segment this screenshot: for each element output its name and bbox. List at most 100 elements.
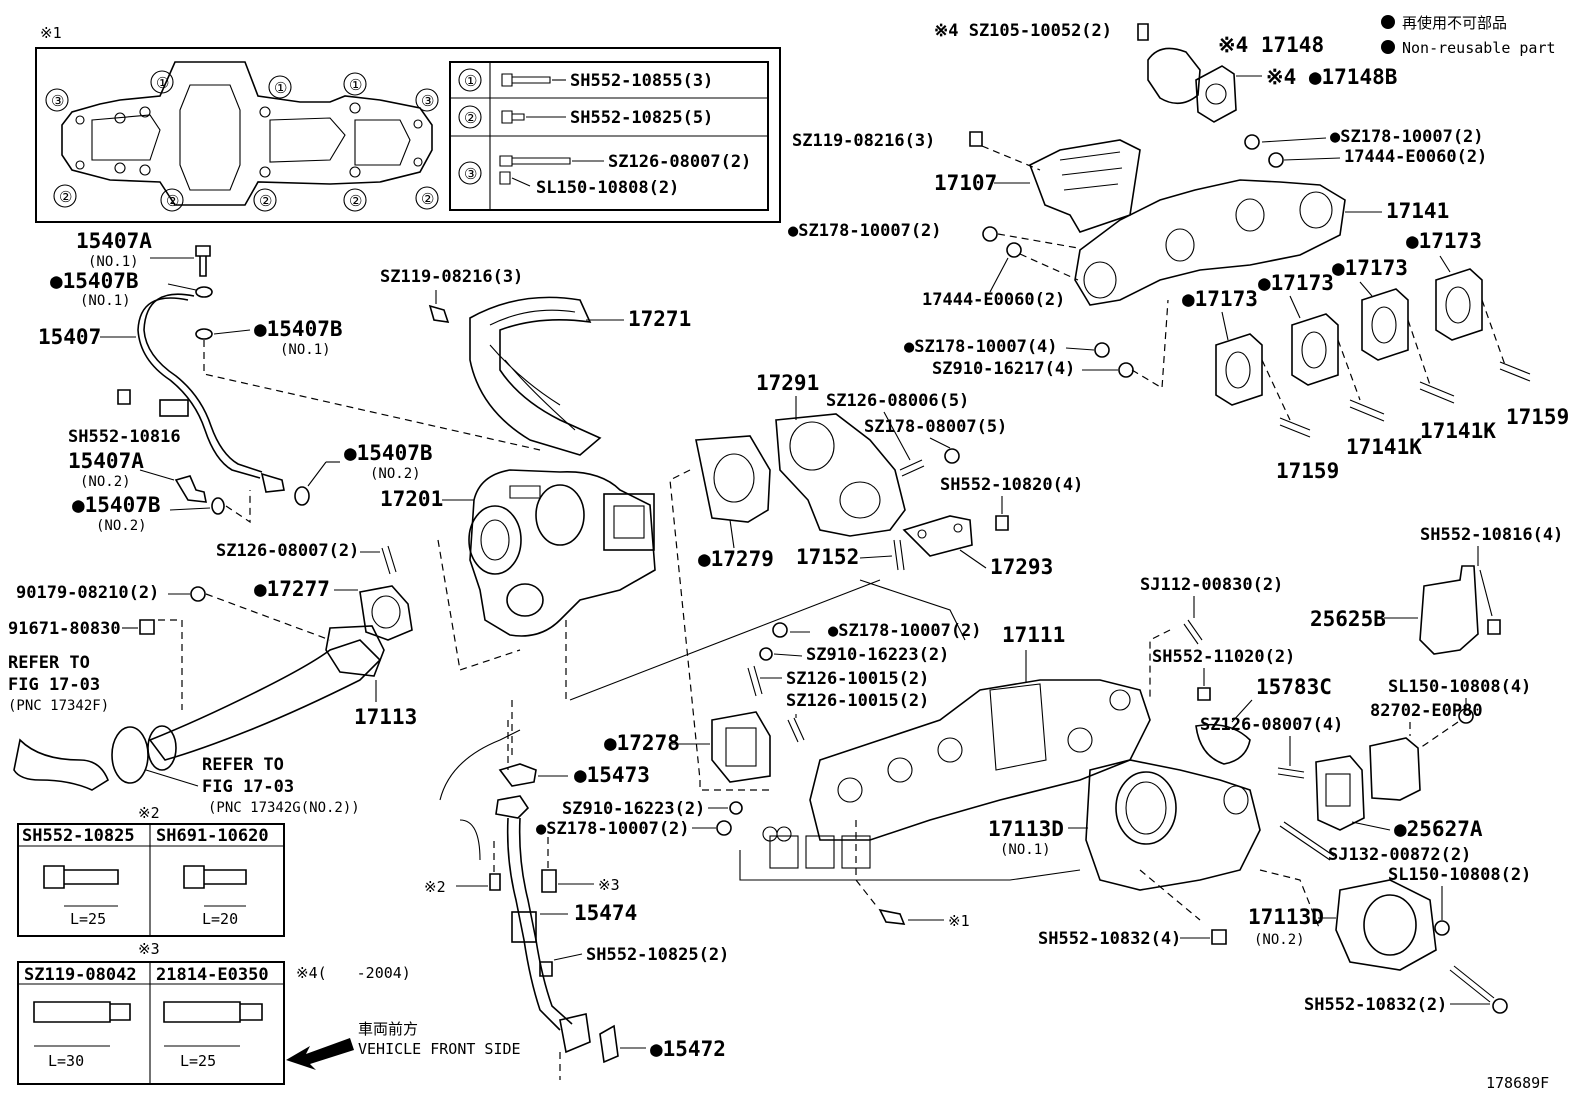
- gasket-port-far-right: [354, 119, 411, 166]
- gasket-15472: [599, 1024, 619, 1064]
- bolt-row-3-part: SZ126-08007(2): [608, 152, 751, 172]
- label-17107: 17107: [934, 171, 997, 195]
- label-91671: 91671-80830: [8, 619, 121, 639]
- label-15407b2: ●15407B: [254, 317, 343, 341]
- bolt-row-3-part2: SL150-10808(2): [536, 178, 679, 198]
- gasket-17279: [695, 435, 771, 523]
- bolt-icon: [489, 873, 501, 891]
- bolt-row-3-num: ③: [464, 165, 477, 183]
- table-3-len-1: L=30: [48, 1052, 84, 1070]
- exhaust-manifold-group: ※4 SZ105-10052(2) ※4 17148 ※4 ●17148B SZ…: [788, 21, 1569, 483]
- pipe-end-flange: [559, 1013, 591, 1054]
- label-15407a2: 15407A: [68, 449, 144, 473]
- label-15407b3: ●15407B: [72, 493, 161, 517]
- vehicle-front-en: VEHICLE FRONT SIDE: [358, 1040, 521, 1058]
- label-sz105: ※4 SZ105-10052(2): [934, 21, 1112, 41]
- non-reusable-dot-icon: [1381, 15, 1395, 29]
- exhaust-pipe-17113: [148, 639, 382, 761]
- callout-2: ②: [421, 190, 434, 208]
- label-17148: ※4 17148: [1218, 33, 1324, 57]
- bolt-row-2-part: SH552-10825(5): [570, 108, 713, 128]
- hose-15474: [511, 911, 537, 943]
- label-sh552d: SH552-11020(2): [1152, 647, 1295, 667]
- label-no1b: (NO.1): [80, 293, 131, 309]
- gasket-17278: [711, 711, 771, 783]
- pipe-fitting: [260, 472, 285, 493]
- stud-icon: [747, 665, 763, 697]
- label-25625b: 25625B: [1310, 607, 1386, 631]
- label-17113d2: 17113D: [1248, 905, 1324, 929]
- union-bolt-15407a: [195, 245, 211, 277]
- label-15472: ●15472: [650, 1037, 726, 1061]
- label-17113: 17113: [354, 705, 417, 729]
- table-2-len-2: L=20: [202, 910, 238, 928]
- bolt-icon: [428, 304, 450, 323]
- nut-icon: [982, 226, 998, 242]
- callout-1: ①: [349, 76, 362, 94]
- label-sh552b: SH552-10820(4): [940, 475, 1083, 495]
- label-17444a: 17444-E0060(2): [1344, 147, 1487, 167]
- label-17444b: 17444-E0060(2): [922, 290, 1065, 310]
- stud-17152: [893, 539, 905, 571]
- oil-pipe-15407-inner: [143, 293, 263, 473]
- label-25627a: ●25627A: [1394, 817, 1483, 841]
- water-pipe-group: ●15473 15474 SZ910-16223(2) ●SZ178-10007…: [424, 700, 743, 1080]
- label-17148b: ※4 ●17148B: [1266, 65, 1397, 89]
- turbo-outlet-flange: [603, 493, 655, 551]
- nut-icon: [716, 820, 732, 836]
- label-sh552e: SH552-10832(4): [1038, 929, 1181, 949]
- label-sz119a: SZ119-08216(3): [792, 131, 935, 151]
- stud-icon: [1277, 767, 1305, 779]
- gasket-port-center: [179, 84, 241, 191]
- bolt-icon: [1487, 619, 1501, 635]
- stud-17141k: [1419, 381, 1455, 404]
- label-sh552a: SH552-10816: [68, 427, 181, 447]
- gasket-17173: [1215, 333, 1263, 406]
- table-3: ※3 SZ119-08042 21814-E0350 L=30 L=25: [17, 940, 285, 1085]
- label-17293: 17293: [990, 555, 1053, 579]
- legend-jp: 再使用不可部品: [1402, 14, 1507, 32]
- refer2-c: (PNC 17342G(NO.2)): [208, 800, 360, 816]
- gasket-15407b: [294, 486, 310, 506]
- label-mark2: ※2: [424, 878, 446, 896]
- nut-icon: [944, 448, 960, 464]
- label-sj132: SJ132-00872(2): [1328, 845, 1471, 865]
- nut-icon: [1094, 342, 1110, 358]
- label-17201: 17201: [380, 487, 443, 511]
- label-15407a1: 15407A: [76, 229, 152, 253]
- callout-2: ②: [59, 188, 72, 206]
- stud-icon: [787, 717, 805, 743]
- label-mark3: ※3: [598, 876, 620, 894]
- label-no1c: (NO.1): [280, 342, 331, 358]
- note-4: ※4( -2004): [296, 964, 411, 982]
- bolt-icon: [501, 73, 551, 87]
- stud-icon: [381, 545, 397, 575]
- nut-icon: [772, 622, 788, 638]
- stud-17141k: [1349, 399, 1385, 422]
- union-bolt-15407a-no2: [174, 475, 207, 503]
- refer1-a: REFER TO: [8, 653, 90, 673]
- label-17271: 17271: [628, 307, 691, 331]
- sensor-82702: [1369, 737, 1421, 801]
- label-sz910a: SZ910-16217(4): [932, 359, 1075, 379]
- label-17291: 17291: [756, 371, 819, 395]
- egr-cooler-17113d: [1085, 759, 1261, 891]
- gasket-port-left: [91, 114, 161, 161]
- label-sz126a: SZ126-08006(5): [826, 391, 969, 411]
- label-sz178b: ●SZ178-10007(2): [788, 221, 942, 241]
- table-3-head-2: 21814-E0350: [156, 965, 269, 985]
- bolt-icon: [995, 515, 1009, 531]
- bolt-icon: [539, 961, 553, 977]
- referenced-pipe-section: [13, 738, 109, 791]
- label-17279: ●17279: [698, 547, 774, 571]
- label-17159b: 17159: [1276, 459, 1339, 483]
- bolt-sh691-10620-icon: [183, 865, 247, 889]
- water-pipe-15474-inner: [518, 817, 573, 1025]
- label-15407b1: ●15407B: [50, 269, 139, 293]
- gasket-port-right: [269, 117, 346, 163]
- exhaust-manifold-17141: [1074, 179, 1346, 306]
- washer-icon: [1268, 152, 1284, 168]
- label-sz126b: SZ126-08007(2): [216, 541, 359, 561]
- manifold-17111: [809, 679, 1151, 841]
